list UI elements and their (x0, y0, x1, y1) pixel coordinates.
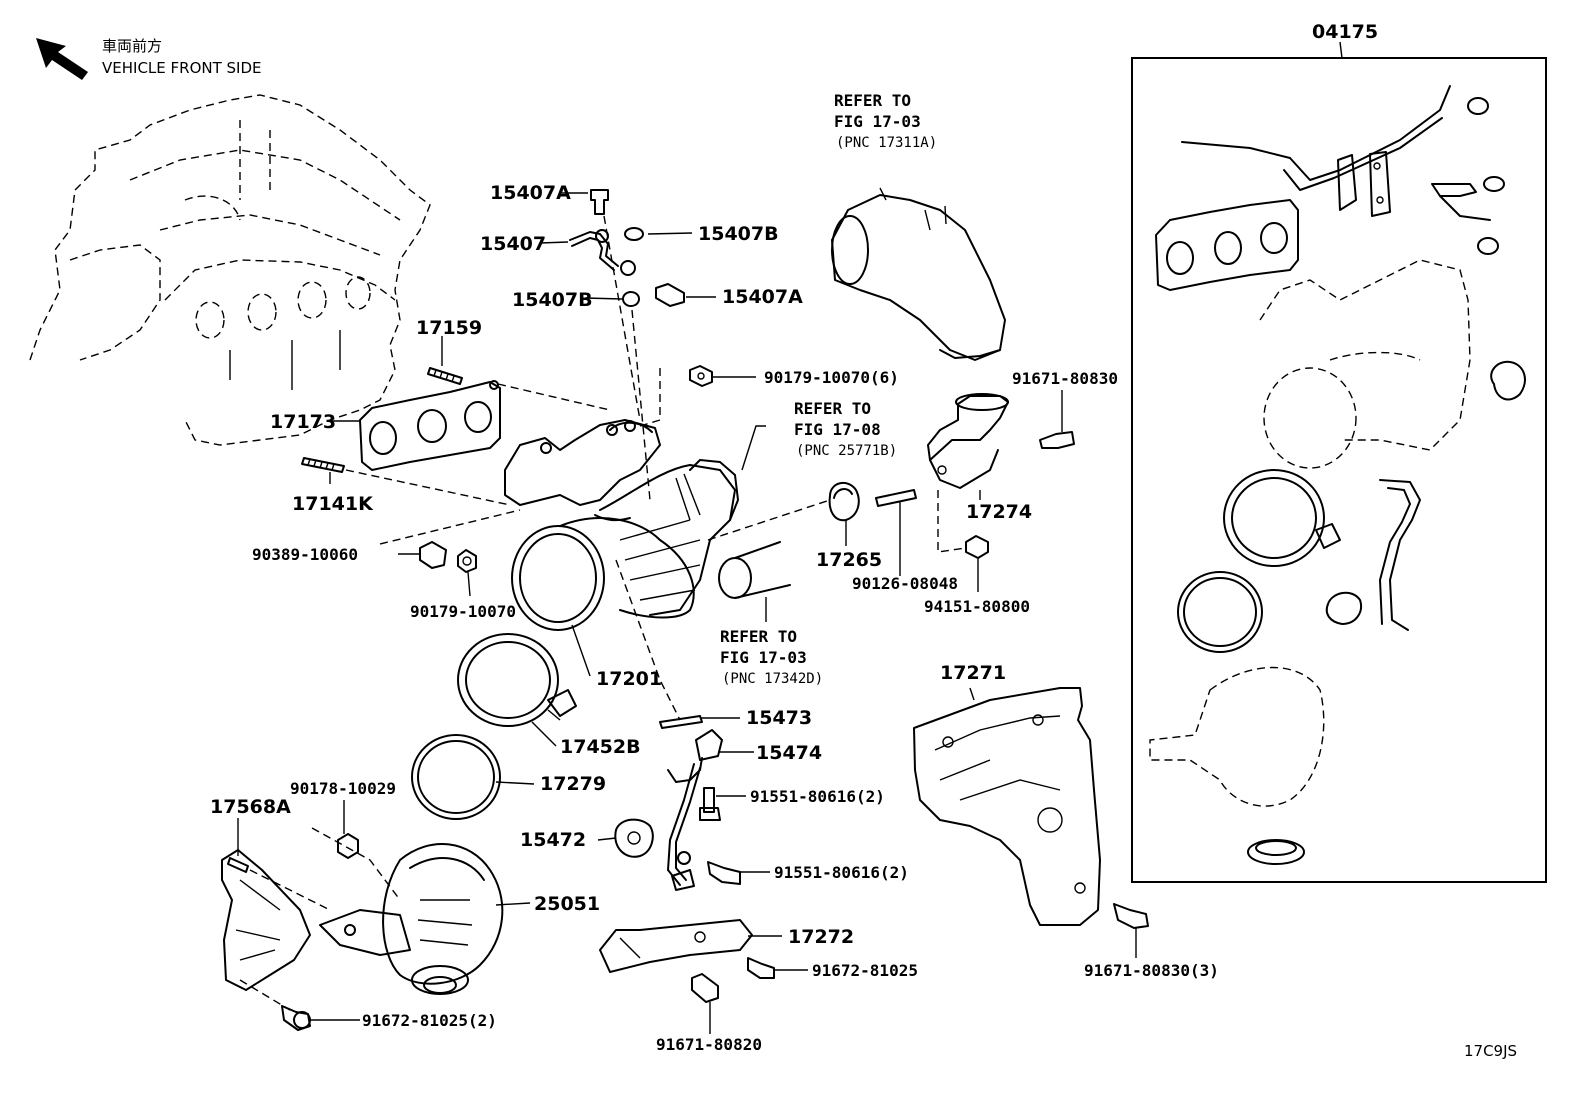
callout-15407B-bottom: 15407B (512, 289, 593, 311)
callout-15473: 15473 (746, 707, 812, 729)
svg-text:(PNC 25771B): (PNC 25771B) (796, 443, 897, 459)
part-25051-converter (319, 843, 504, 995)
part-17342D-hose-ref (718, 541, 791, 599)
callout-15407A-right: 15407A (722, 286, 803, 308)
callout-91551-80616-2-upper: 91551-80616(2) (750, 787, 885, 806)
callout-17568A: 17568A (210, 796, 291, 818)
part-94151-80800-nut (965, 535, 989, 559)
kit-04175-contents (1149, 85, 1526, 865)
ref-note-17342D: REFER TO FIG 17-03 (PNC 17342D) (720, 627, 823, 687)
callout-15407: 15407 (480, 233, 546, 255)
callout-90179-10070: 90179-10070 (410, 602, 516, 621)
part-17568A-bracket (221, 849, 311, 991)
part-15472-gasket (614, 818, 654, 858)
callout-91671-80830: 91671-80830 (1012, 369, 1118, 388)
callout-15472: 15472 (520, 829, 586, 851)
callout-91672-81025: 91672-81025 (812, 961, 918, 980)
callout-17452B: 17452B (560, 736, 641, 758)
part-90389-10060-spacer (419, 541, 447, 569)
svg-text:REFER TO: REFER TO (794, 399, 871, 418)
part-91671-80830-bolt (1039, 431, 1075, 449)
part-17265-clamp (828, 481, 860, 522)
callout-15407A-top: 15407A (490, 182, 571, 204)
ref-note-25771B: REFER TO FIG 17-08 (PNC 25771B) (794, 399, 897, 459)
callout-90178-10029: 90178-10029 (290, 779, 396, 798)
callout-17159: 17159 (416, 317, 482, 339)
part-17272-bracket (599, 919, 753, 973)
part-90179-10070-nut (457, 549, 477, 573)
callout-15474: 15474 (756, 742, 822, 764)
callout-17265: 17265 (816, 549, 882, 571)
part-91671-80820-bolt (691, 973, 719, 1003)
part-17279-gasket (411, 734, 501, 820)
callout-90389-10060: 90389-10060 (252, 545, 358, 564)
callout-91551-80616-2-lower: 91551-80616(2) (774, 863, 909, 882)
orientation-label-en: VEHICLE FRONT SIDE (102, 59, 262, 77)
part-17311A-intake-pipe-ref (831, 187, 1006, 361)
callout-25051: 25051 (534, 893, 600, 915)
part-91672-81025-2-bolt (281, 1005, 311, 1031)
part-15473-gasket (659, 715, 703, 729)
svg-text:(PNC 17342D): (PNC 17342D) (722, 671, 823, 687)
callout-91671-80820: 91671-80820 (656, 1035, 762, 1054)
callout-17274: 17274 (966, 501, 1032, 523)
svg-text:FIG 17-08: FIG 17-08 (794, 420, 881, 439)
ref-note-17311A: REFER TO FIG 17-03 (PNC 17311A) (834, 91, 937, 151)
part-91672-81025-bolt (747, 957, 775, 979)
kit-04175-box (1131, 57, 1547, 883)
svg-text:FIG 17-03: FIG 17-03 (834, 112, 921, 131)
callout-17201: 17201 (596, 668, 662, 690)
svg-text:REFER TO: REFER TO (720, 627, 797, 646)
svg-text:REFER TO: REFER TO (834, 91, 911, 110)
callout-17271: 17271 (940, 662, 1006, 684)
orientation-label-jp: 車両前方 (102, 37, 162, 55)
part-17271-heat-insulator (913, 687, 1101, 926)
callout-91671-80830-3: 91671-80830(3) (1084, 961, 1219, 980)
part-90178-10029-nut (337, 833, 359, 859)
part-90179-10070-6-nut (689, 365, 713, 387)
part-91551-80616-bolt-b (707, 861, 741, 885)
leader-lines (237, 41, 1343, 1034)
part-90126-08048-stud (875, 489, 917, 507)
callout-labels: 15407A 15407B 15407 15407B 15407A 17159 … (210, 21, 1378, 1054)
part-17141K-stud (301, 457, 345, 473)
callout-94151-80800: 94151-80800 (924, 597, 1030, 616)
callout-17141K: 17141K (292, 493, 374, 515)
svg-text:(PNC 17311A): (PNC 17311A) (836, 135, 937, 151)
engine-block-outline (29, 94, 431, 446)
callout-17279: 17279 (540, 773, 606, 795)
part-17173-exhaust-gasket (359, 380, 501, 471)
part-15474-oil-pipe (667, 729, 723, 891)
callout-04175-kit: 04175 (1312, 21, 1378, 43)
callout-90126-08048: 90126-08048 (852, 574, 958, 593)
part-91551-80616-bolt-a (699, 787, 721, 821)
callout-90179-10070-6: 90179-10070(6) (764, 368, 899, 387)
part-17201-turbocharger (504, 419, 739, 631)
part-17452B-clamp (457, 633, 577, 727)
callout-15407B-top: 15407B (698, 223, 779, 245)
svg-text:FIG 17-03: FIG 17-03 (720, 648, 807, 667)
part-17274-elbow (927, 393, 1009, 489)
vehicle-front-arrow-icon (36, 38, 88, 80)
callout-17173: 17173 (270, 411, 336, 433)
callout-17272: 17272 (788, 926, 854, 948)
part-17159-stud (427, 367, 463, 385)
diagram-id: 17C9JS (1464, 1042, 1517, 1060)
callout-91672-81025-2: 91672-81025(2) (362, 1011, 497, 1030)
part-91671-80830-3-bolt (1113, 903, 1149, 929)
part-15407-group (569, 189, 685, 307)
